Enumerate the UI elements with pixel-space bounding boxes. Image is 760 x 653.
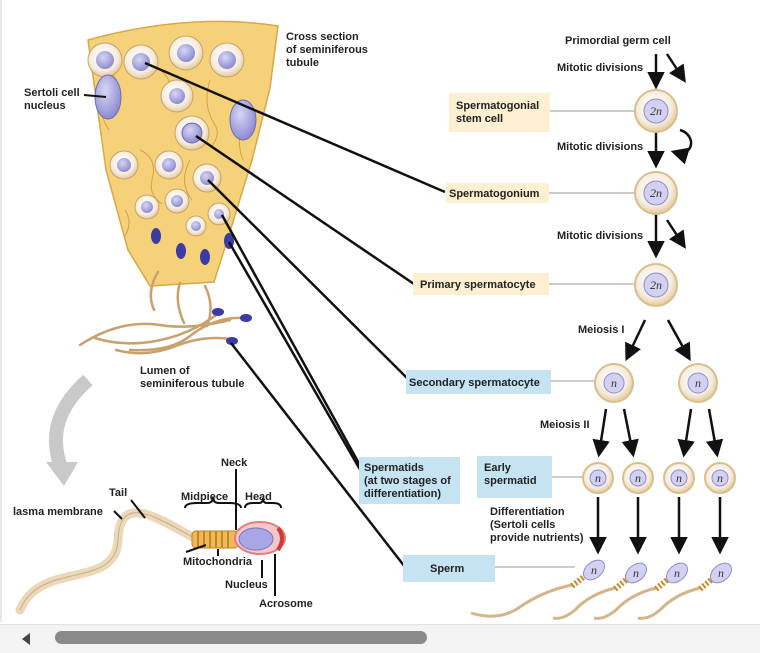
stage-box-secondary-spermatocyte: Secondary spermatocyte [406, 370, 551, 394]
nucleus-label: Nucleus [225, 579, 268, 591]
svg-text:n: n [676, 471, 682, 485]
svg-text:n: n [695, 376, 701, 390]
spermatogenesis-diagram: Cross section of seminiferous tubule Ser… [13, 20, 736, 620]
acrosome-shape [276, 526, 284, 552]
mitochondria-label: Mitochondria [183, 556, 253, 568]
self-renewal-arrow [670, 128, 693, 165]
svg-text:n: n [611, 376, 617, 390]
neck-label: Neck [221, 457, 248, 469]
midpiece-label: Midpiece [181, 491, 228, 503]
lumen-label: Lumen of seminiferous tubule [140, 365, 245, 390]
page-left-edge [0, 0, 2, 622]
svg-text:n: n [635, 471, 641, 485]
meiosis-1-label: Meiosis I [578, 324, 624, 336]
diploid-cells: 2n 2n 2n [634, 89, 678, 307]
mitotic-label-3: Mitotic divisions [557, 230, 643, 242]
cell-primary-spermatocyte: 2n [634, 263, 678, 307]
sperm-anatomy [15, 508, 286, 615]
svg-text:Spermatogonium: Spermatogonium [449, 188, 540, 200]
sertoli-label: Sertoli cell nucleus [24, 87, 83, 112]
acrosome-label: Acrosome [259, 598, 313, 610]
lumen-sperm [78, 270, 252, 355]
connector-lines [144, 61, 446, 568]
cell-early-spermatid-1: n [582, 462, 614, 494]
cell-stem: 2n [634, 89, 678, 133]
svg-text:n: n [674, 566, 680, 580]
stage-box-sperm: Sperm [403, 555, 495, 582]
cell-secondary-1: n [594, 363, 634, 403]
scroll-left-arrow-icon[interactable] [22, 633, 30, 645]
svg-text:n: n [591, 563, 597, 577]
plasma-membrane-label: lasma membrane [13, 506, 103, 518]
mitotic-label-2: Mitotic divisions [557, 141, 643, 153]
head-label: Head [245, 491, 272, 503]
svg-text:n: n [717, 471, 723, 485]
stage-box-spermatogonium: Spermatogonium [446, 183, 549, 203]
sperm-3: n [593, 562, 689, 620]
svg-text:n: n [718, 566, 724, 580]
svg-text:Secondary spermatocyte: Secondary spermatocyte [409, 377, 540, 389]
cell-early-spermatid-4: n [704, 462, 736, 494]
primordial-label: Primordial germ cell [565, 35, 671, 47]
sperm-4: n [637, 562, 733, 620]
svg-text:Sperm: Sperm [430, 563, 464, 575]
differentiation-label: Differentiation (Sertoli cells provide n… [490, 506, 584, 544]
anatomy-pointers [113, 469, 282, 596]
cell-early-spermatid-3: n [663, 462, 695, 494]
cell-secondary-2: n [678, 363, 718, 403]
svg-text:n: n [633, 566, 639, 580]
cross-section-label: Cross section of seminiferous tubule [286, 31, 371, 69]
tubule-cross-section [87, 20, 279, 287]
cell-spermatogonium: 2n [634, 171, 678, 215]
svg-text:2n: 2n [650, 278, 662, 292]
svg-text:Primary spermatocyte: Primary spermatocyte [420, 279, 536, 291]
sperm-2: n [552, 562, 648, 620]
mitotic-label-1: Mitotic divisions [557, 62, 643, 74]
horizontal-scrollbar[interactable] [0, 624, 760, 653]
box-connectors [495, 110, 634, 568]
zoom-arrow [49, 374, 93, 473]
svg-text:n: n [595, 471, 601, 485]
cell-early-spermatid-2: n [622, 462, 654, 494]
mature-sperm-row: n n n n [470, 559, 733, 620]
scrollbar-thumb[interactable] [55, 631, 427, 644]
stage-box-primary-spermatocyte: Primary spermatocyte [413, 273, 549, 295]
germ-cells [87, 35, 245, 237]
tail-label: Tail [109, 487, 127, 499]
svg-text:2n: 2n [650, 104, 662, 118]
lineage-arrows [589, 53, 729, 555]
meiosis-2-label: Meiosis II [540, 419, 590, 431]
haploid-cells: n n n n n n [582, 363, 736, 494]
svg-text:2n: 2n [650, 186, 662, 200]
sperm-1: n [470, 559, 606, 618]
